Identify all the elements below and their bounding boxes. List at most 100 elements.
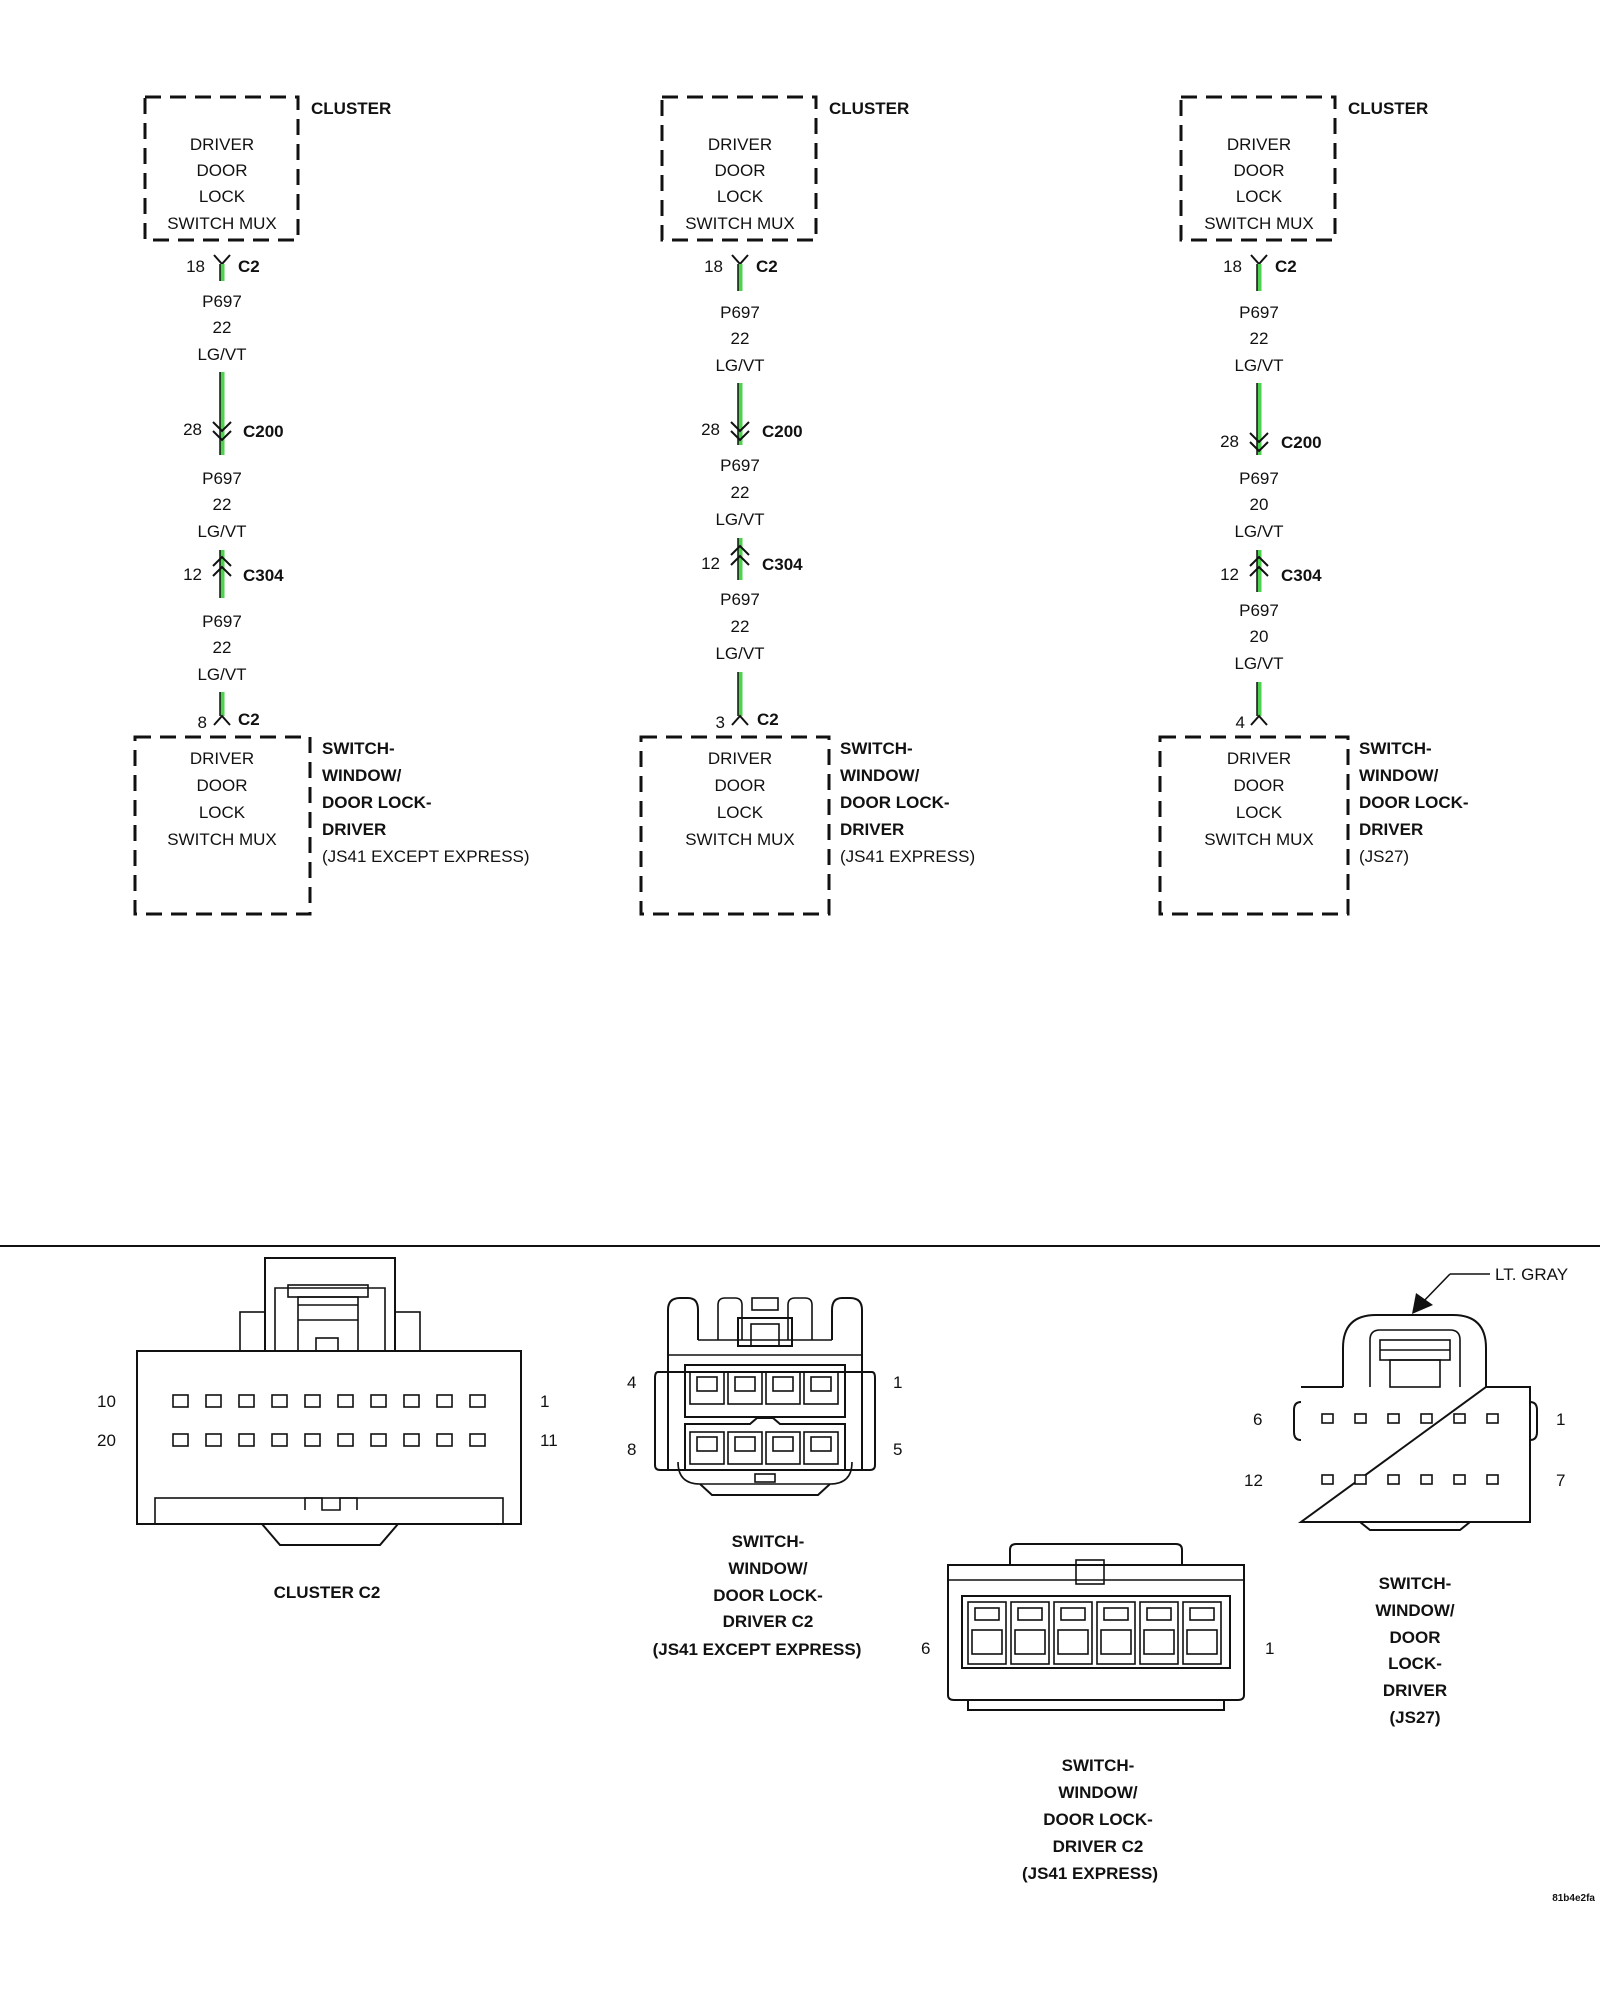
connector-title: LOCK- (1388, 1654, 1442, 1673)
connector-name: C2 (757, 710, 779, 729)
bottom-module-name: DRIVER (840, 820, 904, 839)
connector-pin: 18 (186, 257, 205, 276)
top-module-line: DRIVER (708, 135, 772, 154)
top-module-box-1 (143, 95, 300, 242)
pin-label: 6 (921, 1639, 930, 1658)
connector-pin: 18 (704, 257, 723, 276)
inline-connector-name: C304 (762, 555, 803, 574)
top-module-line: DRIVER (190, 135, 254, 154)
callout-arrow (1412, 1293, 1433, 1314)
pin-label: 12 (1244, 1471, 1263, 1490)
connector-title: SWITCH- (1379, 1574, 1452, 1593)
bottom-module-line: SWITCH MUX (1204, 830, 1314, 849)
pin-label: 10 (97, 1392, 116, 1411)
wire-color: LG/VT (197, 665, 246, 684)
wire-gauge: 20 (1250, 627, 1269, 646)
bottom-module-name: DRIVER (1359, 820, 1423, 839)
bottom-module-name: SWITCH- (840, 739, 913, 758)
wire-circuit: P697 (720, 303, 760, 322)
wire-color: LG/VT (197, 522, 246, 541)
top-module-box-3 (1179, 95, 1337, 242)
bottom-module-line: DRIVER (1227, 749, 1291, 768)
bottom-module-name: WINDOW/ (322, 766, 402, 785)
top-module-line: DRIVER (1227, 135, 1291, 154)
inline-pin: 28 (701, 420, 720, 439)
connector-title: WINDOW/ (728, 1559, 808, 1578)
top-module-name-1: CLUSTER (311, 99, 391, 118)
inline-connector-name: C200 (243, 422, 284, 441)
wire-circuit: P697 (1239, 303, 1279, 322)
top-module-name-2: CLUSTER (829, 99, 909, 118)
connector-title: SWITCH- (732, 1532, 805, 1551)
bottom-module-line: DRIVER (708, 749, 772, 768)
connector-title: DOOR LOCK- (1043, 1810, 1153, 1829)
wire-gauge: 22 (731, 483, 750, 502)
inline-connector-symbol (1249, 555, 1269, 577)
connector-title: SWITCH- (1062, 1756, 1135, 1775)
pin-label: 4 (627, 1373, 636, 1392)
inline-connector-name: C304 (1281, 566, 1322, 585)
wire-gauge: 22 (1250, 329, 1269, 348)
connector-pin: 8 (198, 713, 207, 732)
bottom-module-name: DOOR LOCK- (840, 793, 950, 812)
bottom-module-variant: (JS41 EXPRESS) (840, 847, 975, 866)
circuit-column-1: CLUSTER DRIVER DOOR LOCK SWITCH MUX 18 C… (133, 95, 530, 916)
wire-color: LG/VT (1234, 522, 1283, 541)
bottom-module-name: DOOR LOCK- (322, 793, 432, 812)
wire-color: LG/VT (197, 345, 246, 364)
connector-name: C2 (756, 257, 778, 276)
top-module-line: DOOR (197, 161, 248, 180)
bottom-module-line: LOCK (1236, 803, 1283, 822)
bottom-module-variant: (JS27) (1359, 847, 1409, 866)
bottom-module-line: SWITCH MUX (685, 830, 795, 849)
inline-pin: 28 (1220, 432, 1239, 451)
top-module-line: SWITCH MUX (685, 214, 795, 233)
inline-connector-name: C304 (243, 566, 284, 585)
connector-pin: 18 (1223, 257, 1242, 276)
connector-cluster-c2: 10 20 1 11 CLUSTER C2 (97, 1257, 558, 1602)
pin-label: 8 (627, 1440, 636, 1459)
bottom-module-name: DOOR LOCK- (1359, 793, 1469, 812)
wire-circuit: P697 (202, 612, 242, 631)
wire-circuit: P697 (720, 456, 760, 475)
wire-gauge: 20 (1250, 495, 1269, 514)
figure-id: 81b4e2fa (1552, 1893, 1595, 1904)
pin-row-top (1321, 1413, 1499, 1424)
wire-circuit: P697 (720, 590, 760, 609)
top-module-line: DOOR (1234, 161, 1285, 180)
female-terminal-symbol (1250, 714, 1268, 726)
pin-label: 1 (540, 1392, 549, 1411)
connector-title: (JS41 EXPRESS) (1022, 1864, 1158, 1883)
wire-gauge: 22 (731, 329, 750, 348)
pin-label: 7 (1556, 1471, 1565, 1490)
inline-connector-symbol (730, 421, 750, 442)
bottom-module-line: LOCK (199, 803, 246, 822)
inline-connector-symbol (212, 555, 232, 577)
bottom-module-name: WINDOW/ (840, 766, 920, 785)
inline-connector-symbol (1249, 432, 1269, 453)
connector-title: (JS27) (1389, 1708, 1440, 1727)
wire-color: LG/VT (1234, 654, 1283, 673)
top-module-line: DOOR (715, 161, 766, 180)
bottom-module-name: DRIVER (322, 820, 386, 839)
pin-label: 1 (1265, 1639, 1274, 1658)
male-terminal-symbol (1250, 254, 1268, 266)
male-terminal-symbol (731, 254, 749, 266)
connector-title: (JS41 EXCEPT EXPRESS) (653, 1640, 862, 1659)
connector-name: C2 (1275, 257, 1297, 276)
connector-title: DRIVER (1383, 1681, 1447, 1700)
wire-color: LG/VT (1234, 356, 1283, 375)
wire-color: LG/VT (715, 644, 764, 663)
wire-circuit: P697 (1239, 601, 1279, 620)
bottom-module-line: DRIVER (190, 749, 254, 768)
connector-pin: 4 (1236, 713, 1245, 732)
bottom-module-box-3 (1158, 735, 1350, 916)
pin-label: 11 (540, 1431, 558, 1450)
top-module-line: LOCK (199, 187, 246, 206)
wire-circuit: P697 (1239, 469, 1279, 488)
top-module-line: LOCK (717, 187, 764, 206)
connector-name: C2 (238, 710, 260, 729)
pin-label: 1 (1556, 1410, 1565, 1429)
connector-title: DRIVER C2 (723, 1612, 814, 1631)
inline-connector-name: C200 (1281, 433, 1322, 452)
